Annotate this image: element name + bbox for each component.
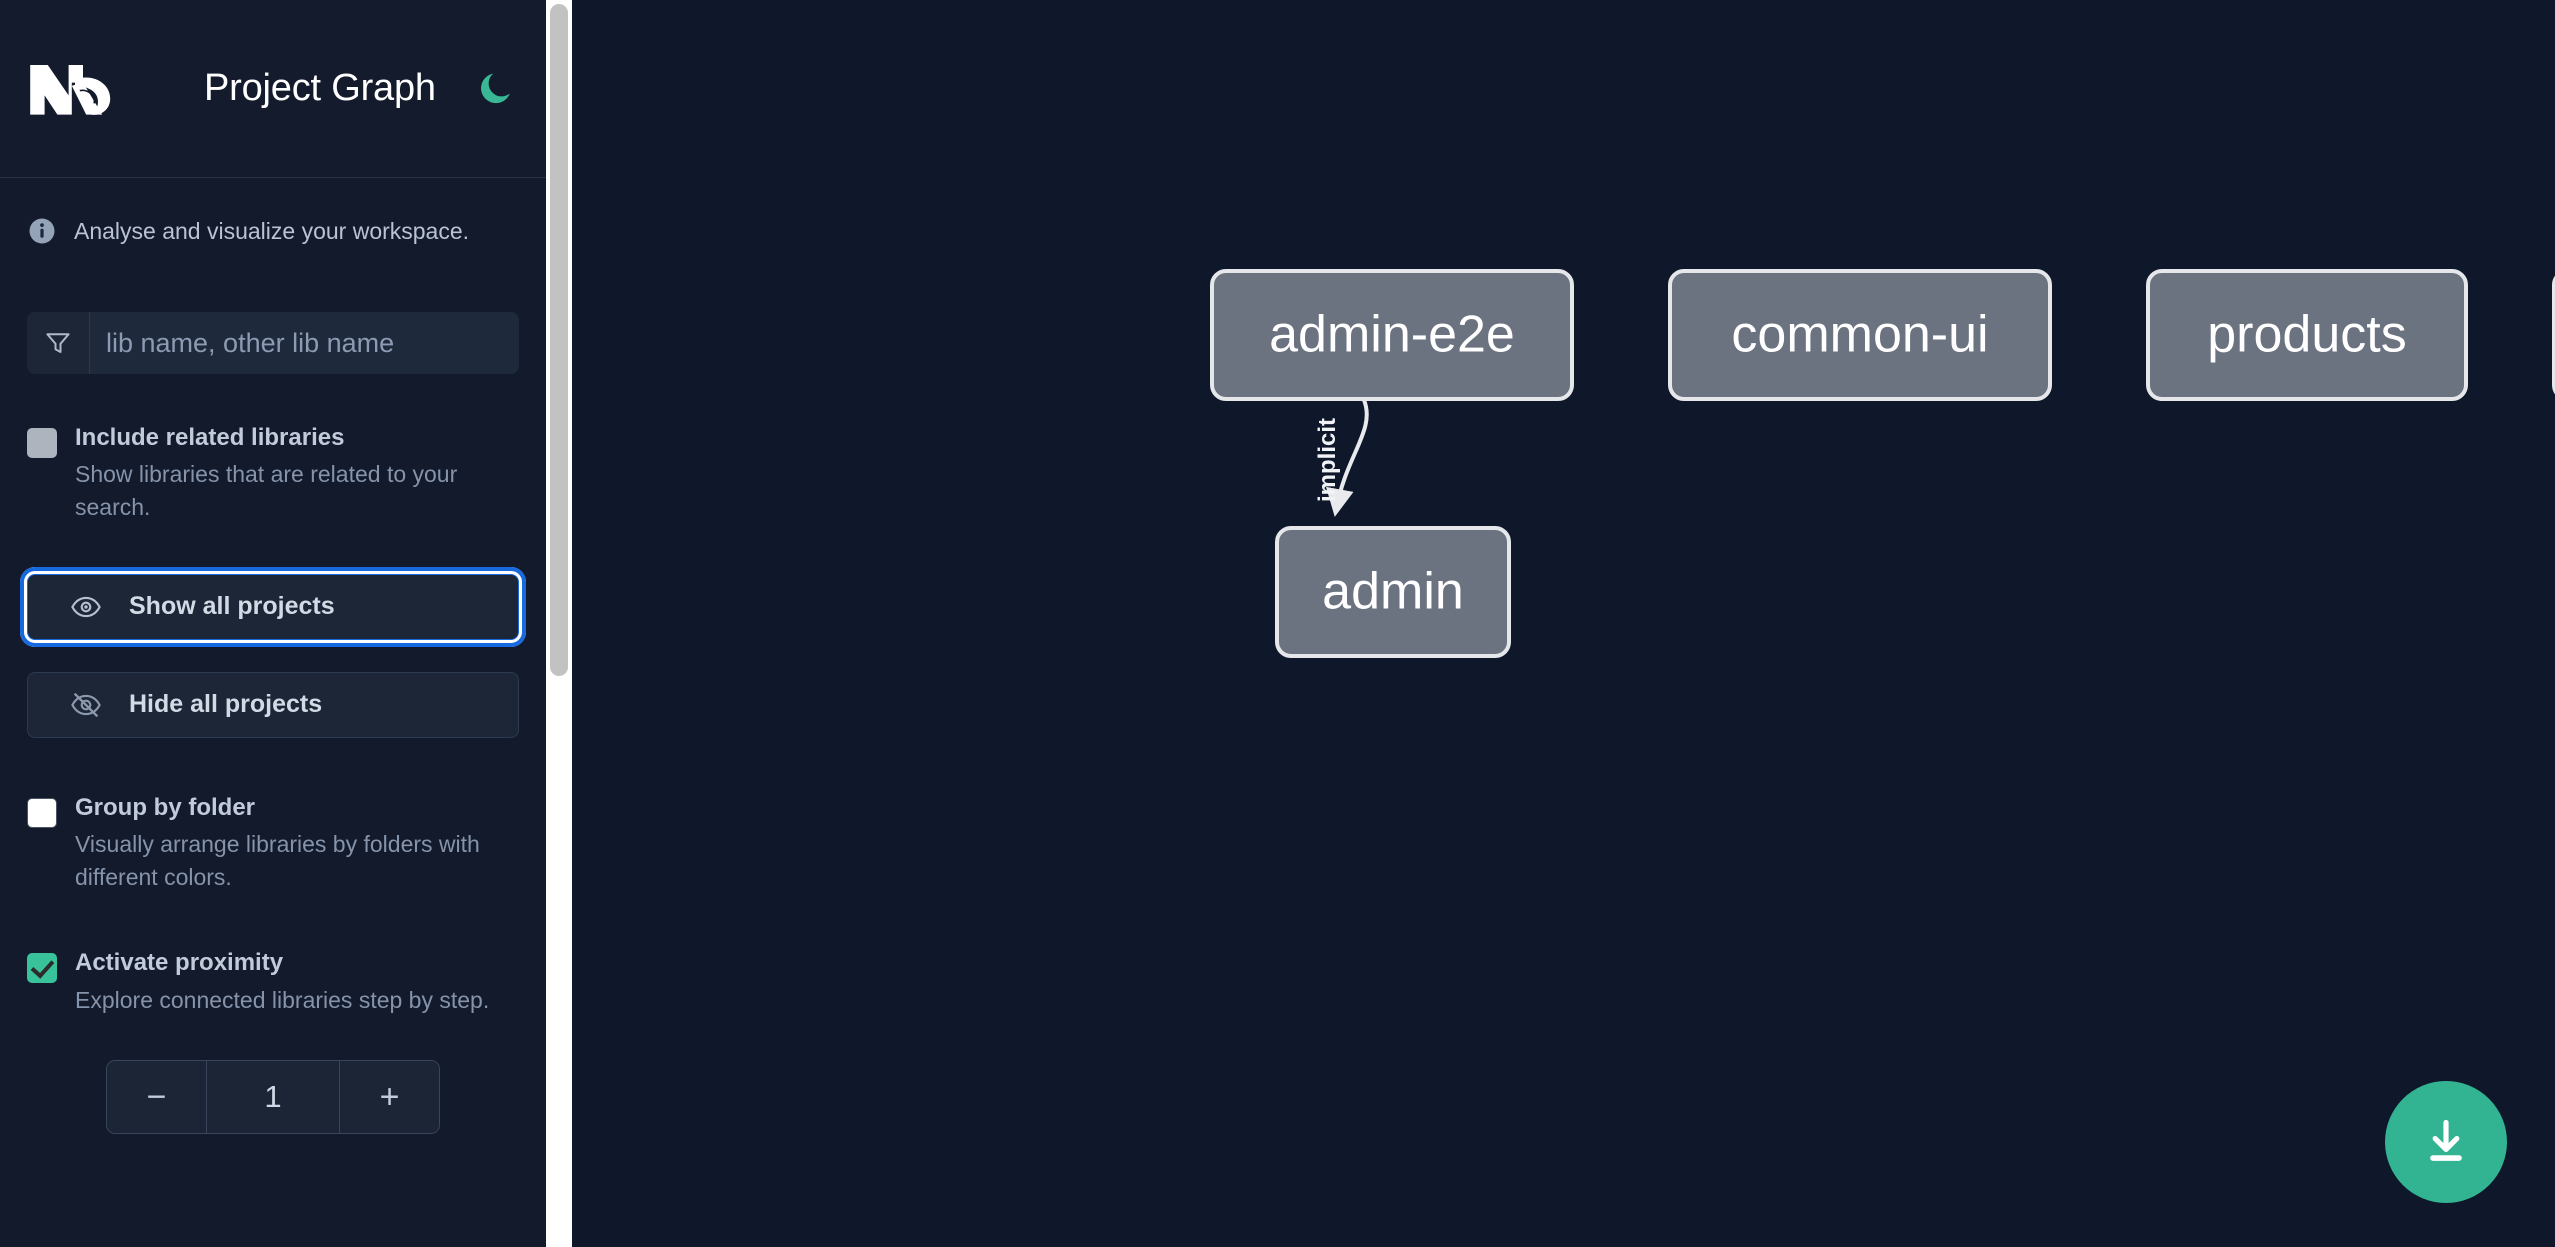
graph-node-label: common-ui [1731,306,1988,364]
proximity-stepper-wrap: − 1 + [0,1060,546,1135]
search-bar [27,312,519,374]
option-texts: Group by folder Visually arrange librari… [75,792,519,894]
option-description: Show libraries that are related to your … [75,461,458,521]
project-visibility-buttons: Show all projects Hide all projects [0,566,546,738]
proximity-stepper: − 1 + [106,1060,440,1135]
show-all-projects-button[interactable]: Show all projects [20,566,526,647]
edge-admin-e2e-to-admin[interactable]: implicit [1314,399,1369,517]
option-include-related-libraries[interactable]: Include related libraries Show libraries… [0,422,546,524]
graph-node-label: products [2207,306,2406,364]
stepper-increment-button[interactable]: + [339,1061,439,1134]
hide-all-projects-button[interactable]: Hide all projects [27,671,519,738]
project-graph-svg: implicit implicit admin-e2e common-ui [1210,269,2555,658]
search-input[interactable] [90,312,519,374]
button-spacer [27,640,519,672]
graph-edges: implicit implicit [1314,399,1369,517]
eye-icon [70,591,102,623]
sidebar-tagline: Analyse and visualize your workspace. [0,178,546,246]
checkbox-include-related-libraries[interactable] [27,428,57,458]
graph-node-label: admin-e2e [1269,306,1515,364]
sidebar-body: Analyse and visualize your workspace. In… [0,178,546,1247]
info-icon [29,218,55,244]
filter-funnel-icon[interactable] [27,312,90,374]
option-label: Activate proximity [75,949,284,977]
sidebar: Project Graph Analyse and visualize your… [0,0,546,1247]
show-all-projects-label: Show all projects [129,592,335,621]
graph-node-label: admin [1322,563,1464,621]
sidebar-scrollbar-thumb[interactable] [550,4,568,676]
moon-icon[interactable] [474,68,516,110]
stepper-value: 1 [207,1061,339,1134]
download-icon [2430,1119,2462,1161]
graph-node-common-ui[interactable]: common-ui [1668,269,2052,401]
graph-nodes: admin-e2e common-ui products store-e2e a… [1210,269,2555,658]
page-title: Project Graph [204,67,436,109]
graph-canvas[interactable]: implicit implicit admin-e2e common-ui [546,0,2555,1247]
option-activate-proximity[interactable]: Activate proximity Explore connected lib… [0,947,546,1016]
nx-logo [30,64,111,115]
option-texts: Activate proximity Explore connected lib… [75,947,519,1016]
graph-node-products[interactable]: products [2146,269,2468,401]
graph-node-admin-e2e[interactable]: admin-e2e [1210,269,1574,401]
download-image-button[interactable] [2385,1081,2507,1203]
edge-label: implicit [1314,418,1341,502]
option-label: Include related libraries [75,424,345,451]
option-description: Visually arrange libraries by folders wi… [75,831,480,890]
option-label: Group by folder [75,793,255,821]
checkbox-group-by-folder[interactable] [27,797,57,828]
option-texts: Include related libraries Show libraries… [75,422,519,524]
stepper-decrement-button[interactable]: − [107,1061,207,1134]
hide-all-projects-label: Hide all projects [129,690,323,719]
option-description: Explore connected libraries step by step… [75,986,490,1013]
sidebar-header: Project Graph [0,0,546,178]
option-group-by-folder[interactable]: Group by folder Visually arrange librari… [0,792,546,894]
graph-node-admin[interactable]: admin [1275,526,1511,658]
checkbox-activate-proximity[interactable] [27,953,57,984]
eye-off-icon [70,689,102,721]
sidebar-tagline-text: Analyse and visualize your workspace. [74,217,470,244]
